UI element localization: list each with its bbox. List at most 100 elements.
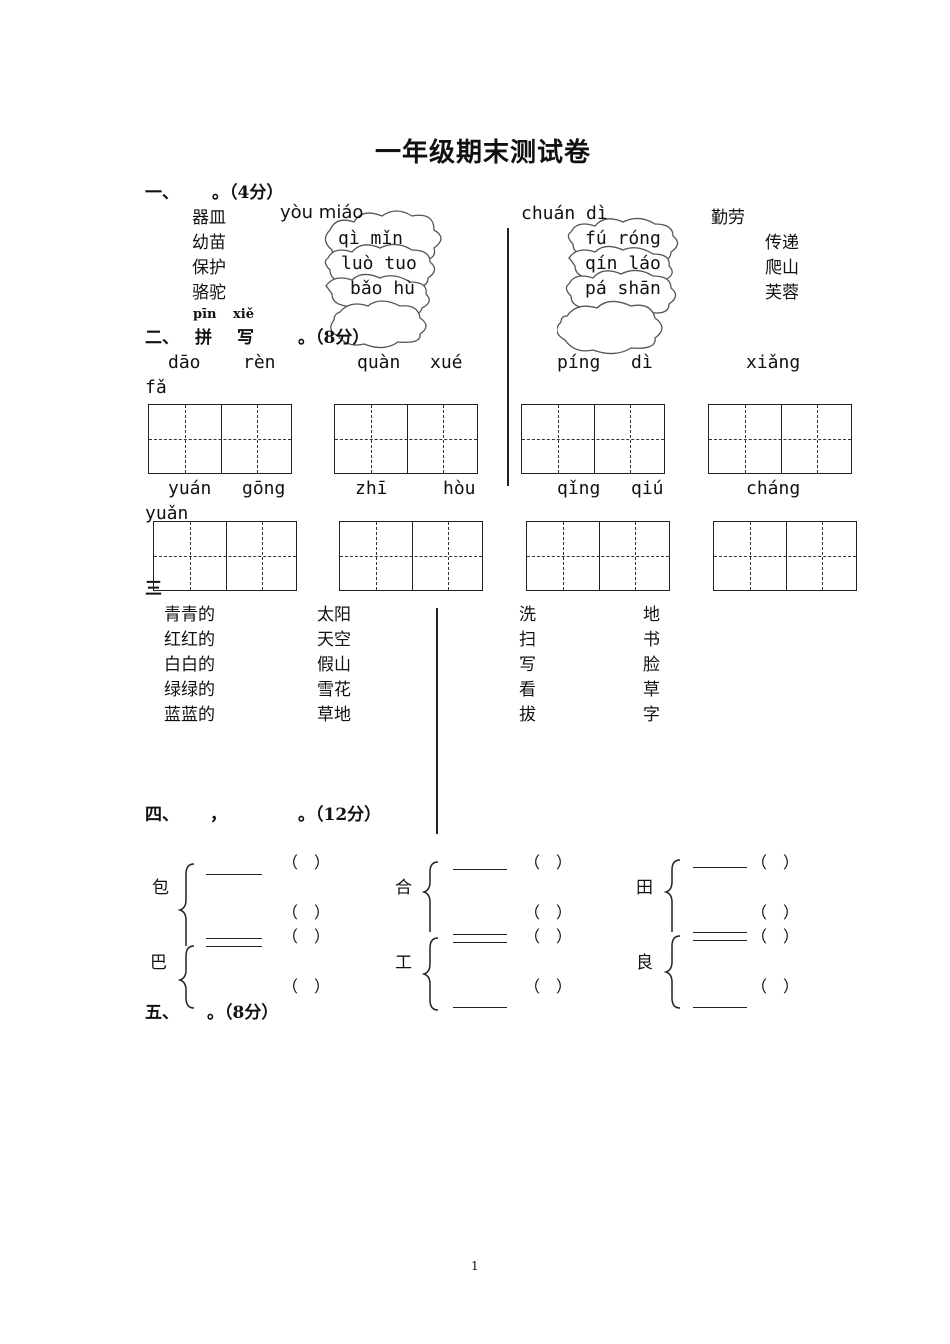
s3-item: 看 [519, 680, 536, 700]
s2-pinyin: qiú [631, 478, 664, 499]
s1-pinyin: fú róng [585, 228, 661, 249]
s4-char: 田 [636, 878, 653, 898]
s3-item: 白白的 [164, 655, 215, 675]
s2-pinyin: xué [430, 352, 463, 373]
writing-grid[interactable] [339, 521, 483, 591]
section-5-label: 五、 [145, 1003, 179, 1023]
brace-icon [177, 863, 195, 1009]
s2-pinyin: píng [557, 352, 601, 373]
s3-item: 太阳 [317, 605, 351, 625]
s4-char: 包 [152, 878, 169, 898]
s2-pinyin: fǎ [145, 377, 167, 398]
brace-icon [663, 859, 681, 1009]
answer-blank[interactable] [693, 932, 747, 933]
cloud-group-right [557, 217, 679, 355]
answer-blank[interactable] [453, 869, 507, 870]
answer-paren[interactable]: （ ） [524, 927, 573, 946]
answer-paren[interactable]: （ ） [282, 903, 331, 922]
s2-pinyin: yuán [168, 478, 212, 499]
answer-blank[interactable] [206, 938, 262, 939]
s4-char: 工 [395, 953, 412, 973]
answer-paren[interactable]: （ ） [524, 903, 573, 922]
s2-pinyin: yuǎn [145, 503, 189, 524]
s2-pinyin: rèn [243, 352, 276, 373]
s2-pinyin: hòu [443, 478, 476, 499]
answer-paren[interactable]: （ ） [524, 977, 573, 996]
s2-pinyin: gōng [242, 478, 286, 499]
s2-pinyin: cháng [746, 478, 801, 499]
section-2-xie: 写 [237, 328, 254, 348]
writing-grid[interactable] [148, 404, 292, 474]
answer-paren[interactable]: （ ） [282, 853, 331, 872]
s1-right-word: 芙蓉 [765, 283, 799, 303]
answer-paren[interactable]: （ ） [282, 927, 331, 946]
xie-pinyin: xiě [233, 307, 254, 322]
answer-blank[interactable] [453, 942, 507, 943]
column-divider [436, 608, 438, 834]
s3-item: 地 [643, 605, 660, 625]
s2-pinyin: dāo [168, 352, 201, 373]
s1-pinyin: qì mǐn [338, 228, 404, 249]
section-4-score: 。（12分） [298, 805, 382, 825]
answer-paren[interactable]: （ ） [524, 853, 573, 872]
s4-char: 良 [636, 953, 653, 973]
section-4-label: 四、 [145, 805, 179, 825]
answer-paren[interactable]: （ ） [751, 903, 800, 922]
section-2-score: 。（8分） [298, 328, 370, 348]
s4-char: 合 [395, 878, 412, 898]
answer-paren[interactable]: （ ） [751, 977, 800, 996]
s2-pinyin: quàn [357, 352, 401, 373]
section-4-comma: ， [210, 805, 227, 825]
s1-right-word: 勤劳 [711, 208, 745, 228]
writing-grid[interactable] [708, 404, 852, 474]
s3-item: 绿绿的 [164, 680, 215, 700]
answer-blank[interactable] [206, 946, 262, 947]
s1-left-word: 骆驼 [192, 283, 226, 303]
s4-char: 巴 [150, 953, 167, 973]
cloud-group-left [324, 210, 442, 349]
s3-item: 写 [519, 655, 536, 675]
s1-right-word: 爬山 [765, 258, 799, 278]
answer-blank[interactable] [453, 1007, 507, 1008]
s3-item: 字 [643, 705, 660, 725]
answer-paren[interactable]: （ ） [751, 927, 800, 946]
section-1-label: 一、 [145, 183, 179, 203]
s3-item: 书 [643, 630, 660, 650]
s1-pinyin: yòu miáo [280, 202, 364, 223]
s3-item: 青青的 [164, 605, 215, 625]
writing-grid[interactable] [521, 404, 665, 474]
s3-item: 扫 [519, 630, 536, 650]
section-2-label: 二、 [145, 328, 179, 348]
answer-blank[interactable] [206, 874, 262, 875]
s2-pinyin: dì [631, 352, 653, 373]
s3-item: 草地 [317, 705, 351, 725]
s3-item: 红红的 [164, 630, 215, 650]
answer-paren[interactable]: （ ） [282, 977, 331, 996]
s1-left-word: 器皿 [192, 208, 226, 228]
writing-grid[interactable] [713, 521, 857, 591]
s1-left-word: 保护 [192, 258, 226, 278]
answer-paren[interactable]: （ ） [751, 853, 800, 872]
column-divider [507, 228, 509, 486]
section-1-score: 。（4分） [212, 183, 284, 203]
s1-pinyin: qín láo [585, 253, 661, 274]
section-5-score: 。（8分） [207, 1003, 279, 1023]
answer-blank[interactable] [453, 934, 507, 935]
s2-pinyin: qǐng [557, 478, 601, 499]
s3-item: 假山 [317, 655, 351, 675]
s3-item: 洗 [519, 605, 536, 625]
writing-grid[interactable] [526, 521, 670, 591]
answer-blank[interactable] [693, 1007, 747, 1008]
writing-grid[interactable] [334, 404, 478, 474]
s3-item: 天空 [317, 630, 351, 650]
s2-pinyin: zhī [355, 478, 388, 499]
s1-left-word: 幼苗 [192, 233, 226, 253]
pin-pinyin: pīn [193, 307, 217, 322]
answer-blank[interactable] [693, 940, 747, 941]
brace-icon [421, 861, 439, 1011]
s1-pinyin: chuán dì [521, 203, 608, 224]
s3-item: 脸 [643, 655, 660, 675]
writing-grid[interactable] [153, 521, 297, 591]
s1-pinyin: luò tuo [341, 253, 417, 274]
answer-blank[interactable] [693, 867, 747, 868]
